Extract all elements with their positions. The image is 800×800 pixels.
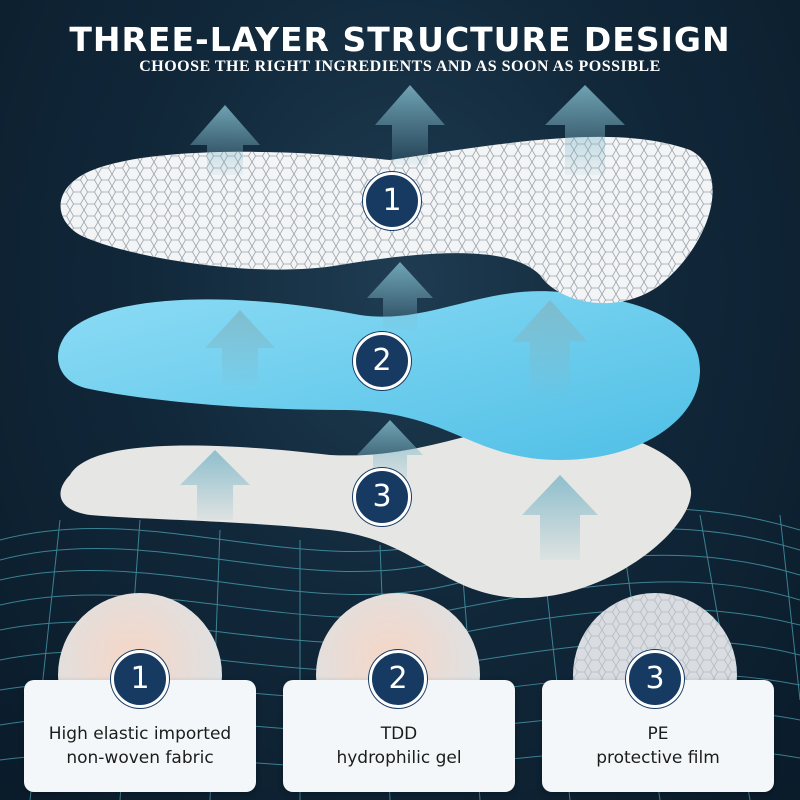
layer-2-badge: 2	[353, 332, 411, 390]
material-3-line1: PE	[647, 724, 669, 744]
page-subtitle: CHOOSE THE RIGHT INGREDIENTS AND AS SOON…	[139, 58, 661, 75]
material-3-line2: protective film	[596, 748, 720, 768]
material-label-1: High elastic imported non-woven fabric	[24, 722, 256, 770]
material-label-2: TDD hydrophilic gel	[283, 722, 515, 770]
material-2-line2: hydrophilic gel	[336, 748, 462, 768]
material-2-badge: 2	[369, 650, 427, 708]
layer-3-badge: 3	[353, 468, 411, 526]
airflow-arrows	[180, 85, 625, 560]
material-3-badge: 3	[626, 650, 684, 708]
material-1-badge: 1	[111, 650, 169, 708]
material-2-line1: TDD	[380, 724, 418, 744]
material-1-line1: High elastic imported	[48, 724, 232, 744]
page-title: THREE-LAYER STRUCTURE DESIGN	[69, 20, 731, 59]
material-1-line2: non-woven fabric	[66, 748, 214, 768]
material-label-3: PE protective film	[542, 722, 774, 770]
layer-1-badge: 1	[363, 172, 421, 230]
